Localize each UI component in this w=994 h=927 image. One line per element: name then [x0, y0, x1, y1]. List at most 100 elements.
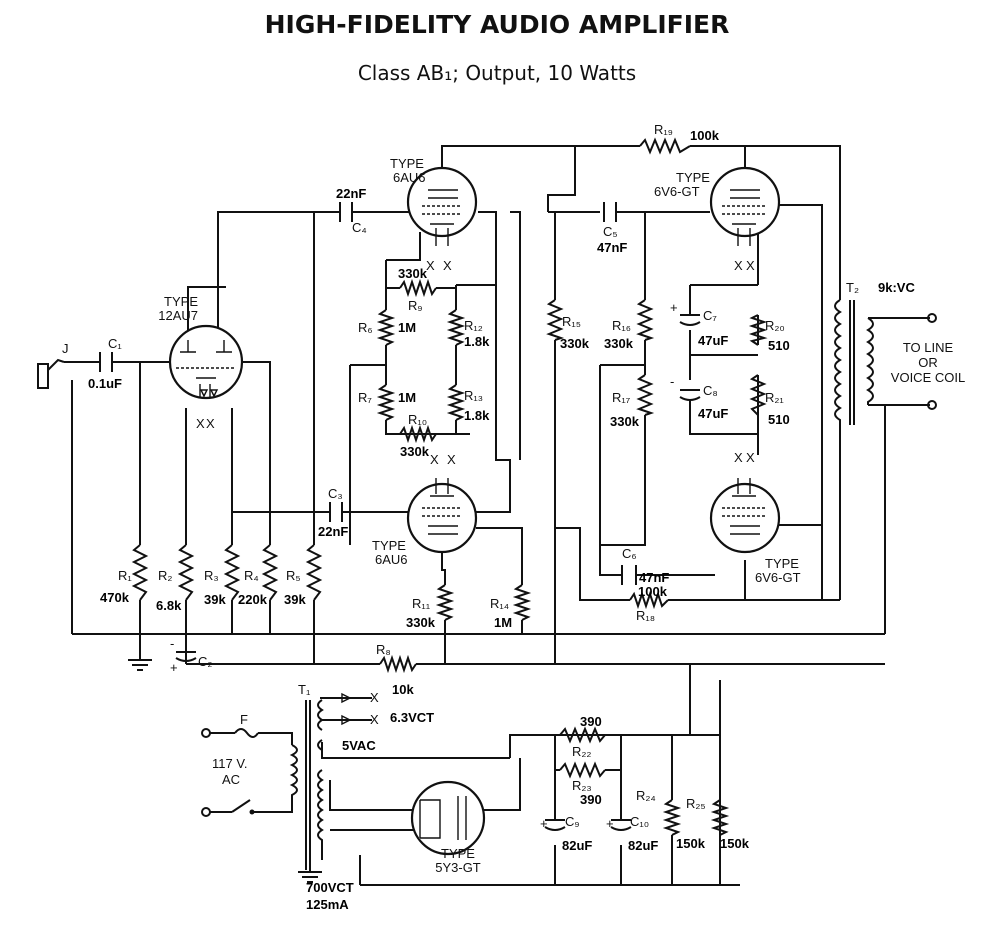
resistor-r16: R₁₆ 330k: [604, 299, 655, 351]
capacitor-c9: + C₉ 82uF: [540, 814, 592, 853]
r24-ref: R₂₄: [636, 788, 656, 803]
r2-value: 6.8k: [156, 598, 182, 613]
resistor-r10: R₁₀ 330k: [399, 412, 437, 459]
resistor-r17: R₁₇ 330k: [610, 374, 655, 429]
resistor-r14: R₁₄ 1M: [490, 584, 532, 630]
r7-value: 1M: [398, 390, 416, 405]
r14-value: 1M: [494, 615, 512, 630]
wiring: [64, 145, 930, 886]
r17-ref: R₁₇: [612, 390, 631, 405]
c4-value: 22nF: [336, 186, 366, 201]
r19-value: 100k: [690, 128, 720, 143]
capacitor-c6: C₆ 47nF: [621, 546, 669, 585]
c9-plus: +: [540, 816, 548, 831]
tube-6au6-upper: TYPE 6AU6 X X: [390, 156, 478, 273]
c4-ref: C₄: [352, 220, 367, 235]
mains-type: AC: [222, 772, 240, 787]
resistor-r3: R₃ 39k: [204, 544, 241, 607]
r6-value: 1M: [398, 320, 416, 335]
c7-plus: +: [670, 300, 678, 315]
r24-value: 150k: [676, 836, 706, 851]
resistor-r5: R₅ 39k: [284, 544, 323, 607]
fuse-ref: F: [240, 712, 248, 727]
resistor-r21: R₂₁ 510: [749, 374, 790, 427]
c2-ref: C₂: [198, 654, 212, 669]
output-label-line2: OR: [918, 355, 938, 370]
output-label-line3: VOICE COIL: [891, 370, 965, 385]
heater-mark-v4a: X: [734, 258, 743, 273]
output-label-line1: TO LINE: [903, 340, 954, 355]
t1-heater-x2: X: [370, 712, 379, 727]
resistor-r15: R₁₅ 330k: [546, 299, 590, 351]
heater-mark-v5b: X: [746, 450, 755, 465]
mains-voltage: 117 V.: [212, 756, 247, 771]
tube-6au6-lower-type: TYPE: [372, 538, 406, 553]
t1-ref: T₁: [298, 682, 311, 697]
heater-mark-v4b: X: [746, 258, 755, 273]
resistor-r7: R₇ 1M: [358, 384, 416, 421]
resistor-r1: R₁ 470k: [100, 544, 149, 605]
r14-ref: R₁₄: [490, 596, 509, 611]
tube-5y3gt: TYPE 5Y3-GT: [410, 780, 486, 875]
tube-6v6gt-upper-type: TYPE: [676, 170, 710, 185]
diagram-title: HIGH-FIDELITY AUDIO AMPLIFIER: [265, 10, 730, 39]
c5-ref: C₅: [603, 224, 618, 239]
r15-ref: R₁₅: [562, 314, 581, 329]
resistor-r12: R₁₂ 1.8k: [446, 309, 490, 349]
r12-ref: R₁₂: [464, 318, 483, 333]
power-transformer-t1: T₁ X X 6.3VCT 5VAC 700VCT 125mA: [289, 682, 434, 912]
r23-value: 390: [580, 792, 602, 807]
heater-mark-v5a: X: [734, 450, 743, 465]
c7-ref: C₇: [703, 308, 717, 323]
capacitor-c8: - C₈ 47uF: [670, 374, 728, 421]
r22-value: 390: [580, 714, 602, 729]
heater-mark-v2b: X: [443, 258, 452, 273]
r25-ref: R₂₅: [686, 796, 706, 811]
r4-ref: R₄: [244, 568, 259, 583]
t1-current-value: 125mA: [306, 897, 349, 912]
r10-ref: R₁₀: [408, 412, 427, 427]
t1-heater-x1: X: [370, 690, 379, 705]
input-jack: J: [37, 341, 69, 389]
r15-value: 330k: [560, 336, 590, 351]
c1-ref: C₁: [108, 336, 122, 351]
c6-ref: C₆: [622, 546, 637, 561]
tube-12au7-type: TYPE: [164, 294, 198, 309]
r10-value: 330k: [400, 444, 430, 459]
capacitor-c3: C₃ 22nF: [318, 486, 348, 539]
c8-ref: C₈: [703, 383, 718, 398]
r2-ref: R₂: [158, 568, 172, 583]
heater-mark-v1b: X: [206, 416, 215, 431]
r16-ref: R₁₆: [612, 318, 631, 333]
capacitor-c5: C₅ 47nF: [597, 202, 627, 255]
r3-value: 39k: [204, 592, 226, 607]
c5-value: 47nF: [597, 240, 627, 255]
r20-ref: R₂₀: [765, 318, 785, 333]
c9-value: 82uF: [562, 838, 592, 853]
r9-ref: R₉: [408, 298, 423, 313]
tube-6au6-lower-model: 6AU6: [375, 552, 408, 567]
capacitor-c7: + C₇ 47uF: [670, 300, 728, 348]
r9-value: 330k: [398, 266, 428, 281]
r25-value: 150k: [720, 836, 750, 851]
c8-value: 47uF: [698, 406, 728, 421]
resistor-r11: R₁₁ 330k: [406, 584, 455, 630]
tube-6v6gt-lower: TYPE 6V6-GT X X: [709, 450, 801, 585]
resistor-r18: 100k R₁₈: [629, 584, 669, 623]
resistor-r20: R₂₀ 510: [748, 314, 790, 353]
r8-ref: R₈: [376, 642, 391, 657]
c2-plus: +: [170, 660, 178, 675]
resistor-r6: R₆ 1M: [358, 309, 416, 346]
r16-value: 330k: [604, 336, 634, 351]
r18-ref: R₁₈: [636, 608, 655, 623]
tube-6v6gt-upper: TYPE 6V6-GT X X: [654, 166, 781, 273]
r5-value: 39k: [284, 592, 306, 607]
r7-ref: R₇: [358, 390, 372, 405]
resistor-r2: R₂ 6.8k: [156, 544, 195, 613]
r8-value: 10k: [392, 682, 414, 697]
tube-6au6-lower: TYPE 6AU6 X X: [372, 452, 478, 567]
c10-value: 82uF: [628, 838, 658, 853]
c10-plus: +: [606, 816, 614, 831]
heater-mark-v1a: X: [196, 416, 205, 431]
c1-value: 0.1uF: [88, 376, 122, 391]
